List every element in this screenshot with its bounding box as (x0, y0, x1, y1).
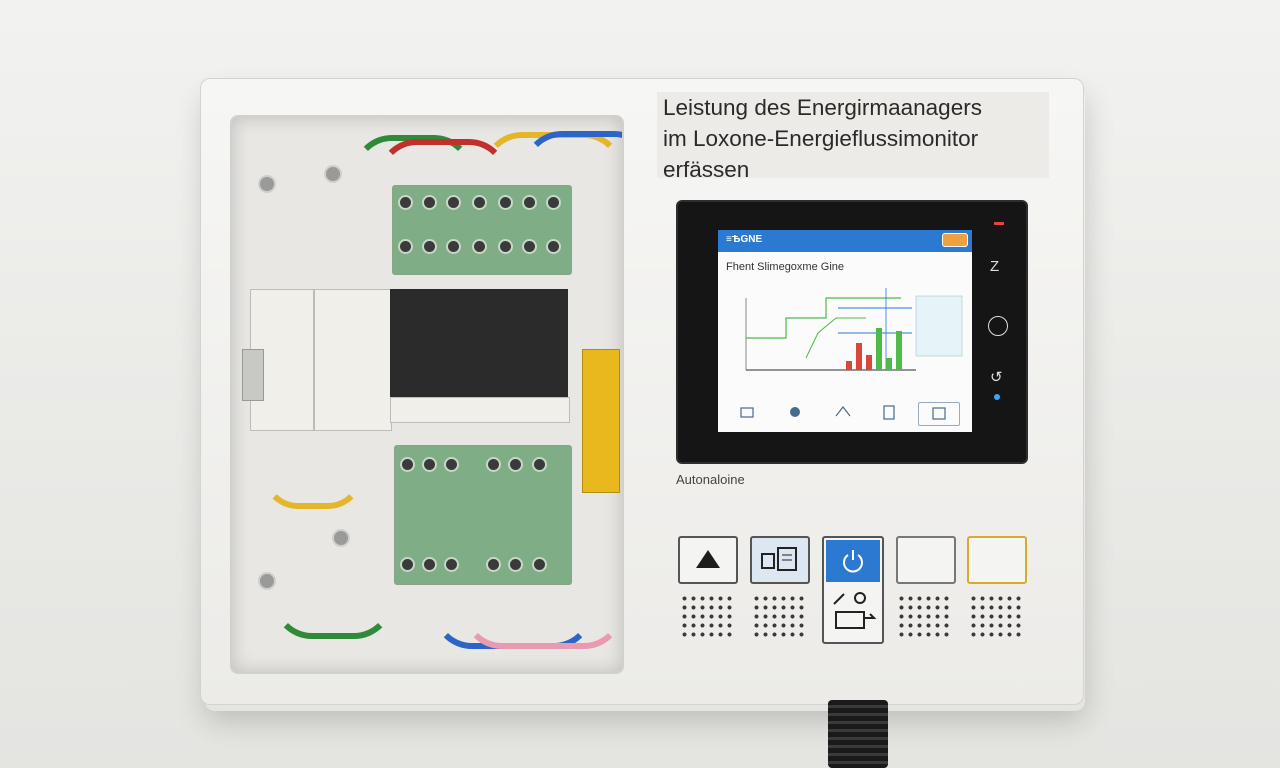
screen-bar (876, 328, 882, 370)
red-cable (377, 139, 509, 241)
terminal-screw (522, 239, 537, 254)
circle-icon[interactable] (988, 316, 1008, 336)
heading-line-3: erfässen (663, 157, 750, 182)
screen-bar (886, 358, 892, 370)
display-frame: Z ↺ ≡ѢGNE Fhent Slimegoxme Gine (676, 200, 1028, 464)
blank-button-1[interactable] (896, 536, 956, 584)
breaker-labels (390, 397, 570, 423)
circuit-breaker (314, 289, 392, 431)
pink-cable-lower (462, 557, 622, 649)
breaker-bank (390, 289, 568, 417)
terminal-screw (444, 457, 459, 472)
breaker-lever (242, 349, 264, 401)
chart-bars (846, 328, 902, 370)
screen-bar (896, 331, 902, 370)
terminal-screw (422, 557, 437, 572)
terminal-screw (446, 195, 461, 210)
terminal-screw (498, 239, 513, 254)
z-icon[interactable]: Z (990, 258, 1000, 275)
speaker-grille (752, 594, 806, 640)
screw (324, 165, 342, 183)
topbar-badge[interactable] (942, 233, 968, 247)
terminal-screw (422, 457, 437, 472)
topbar-label: ≡ѢGNE (726, 234, 763, 245)
screen-title: Fhent Slimegoxme Gine (726, 261, 844, 273)
cable-conduit (828, 700, 888, 768)
power-button-panel[interactable] (822, 536, 884, 644)
refresh-icon[interactable]: ↺ (990, 369, 1003, 386)
speaker-grille (969, 594, 1023, 640)
terminal-screw (498, 195, 513, 210)
terminal-screw (400, 457, 415, 472)
terminal-screw (472, 195, 487, 210)
energy-tab-icon[interactable] (784, 402, 806, 424)
heading-line-2: im Loxone-Energieflussimonitor (663, 126, 979, 151)
blank-button-2[interactable] (967, 536, 1027, 584)
terminal-screw (446, 239, 461, 254)
flow-tab-icon[interactable] (832, 402, 854, 424)
terminal-screw (486, 457, 501, 472)
screen-topbar: ≡ѢGNE (718, 230, 972, 252)
terminal-screw (508, 457, 523, 472)
screw (258, 175, 276, 193)
document-button[interactable] (750, 536, 810, 584)
up-button[interactable] (678, 536, 738, 584)
speaker-grille (897, 594, 951, 640)
yellow-cable-lower (262, 437, 364, 509)
green-cable (352, 135, 474, 237)
terminal-screw (532, 557, 547, 572)
document-icon (761, 547, 797, 571)
terminal-screw (546, 195, 561, 210)
terminal-screw (444, 557, 459, 572)
terminal-screw (472, 239, 487, 254)
power-icon (826, 540, 880, 582)
screen-bar (866, 355, 872, 370)
terminal-screw (532, 457, 547, 472)
touch-screen: ≡ѢGNE Fhent Slimegoxme Gine (718, 230, 972, 432)
terminal-screw (522, 195, 537, 210)
green-cable-lower (272, 517, 394, 639)
screen-bar (846, 361, 852, 370)
screen-bar (856, 343, 862, 370)
terminal-screw (508, 557, 523, 572)
device-caption: Autonaloine (676, 472, 745, 487)
screw (332, 529, 350, 547)
energy-flow-chart (745, 288, 963, 371)
calendar-tab-icon[interactable] (918, 402, 960, 426)
home-tab-icon[interactable] (736, 402, 758, 424)
tools-icon (833, 592, 877, 629)
heading-line-1: Leistung des Energirmaanagers (663, 95, 982, 120)
terminal-screw (546, 239, 561, 254)
screw (258, 572, 276, 590)
terminal-screw (400, 557, 415, 572)
terminal-screw (398, 239, 413, 254)
terminal-screw (422, 239, 437, 254)
heading-label: Leistung des Energirmaanagers im Loxone-… (657, 92, 1049, 182)
electrical-cabinet (230, 115, 624, 674)
terminal-screw (486, 557, 501, 572)
info-tab-icon[interactable] (878, 402, 900, 424)
terminal-screw (398, 195, 413, 210)
yellow-module (582, 349, 620, 493)
activity-led (994, 394, 1000, 400)
speaker-grille (680, 594, 734, 640)
blue-cable (522, 131, 622, 233)
status-led (994, 222, 1004, 225)
terminal-screw (422, 195, 437, 210)
triangle-up-icon (696, 550, 720, 568)
